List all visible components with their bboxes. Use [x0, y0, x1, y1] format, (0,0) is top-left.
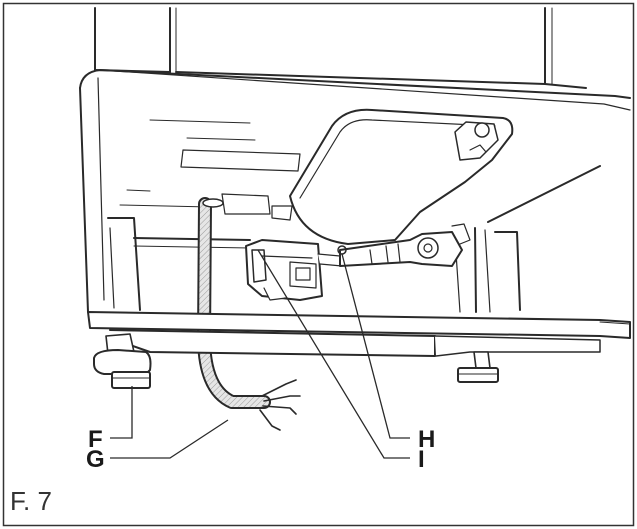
leader-i	[257, 249, 410, 459]
tray-cover	[289, 108, 514, 245]
solenoid-valve	[245, 239, 343, 301]
inlet-pipe	[339, 223, 471, 267]
adjustable-foot-left	[93, 333, 152, 389]
callout-h: H	[418, 426, 435, 453]
adjustable-foot-right	[457, 351, 499, 383]
figure-caption: F. 7	[10, 486, 52, 516]
hose-wires	[259, 379, 301, 431]
callout-f: F	[88, 426, 103, 453]
base-tray	[79, 69, 631, 313]
leader-g	[110, 419, 229, 459]
upper-cabinet	[94, 7, 587, 89]
leader-lines	[110, 249, 410, 459]
drain-hose	[197, 197, 271, 409]
frame-rail	[87, 311, 631, 357]
callout-g: G	[86, 446, 105, 473]
callout-i: I	[418, 446, 425, 473]
leader-f	[110, 386, 133, 439]
mounting-bracket	[221, 193, 271, 215]
leader-h	[341, 253, 410, 439]
